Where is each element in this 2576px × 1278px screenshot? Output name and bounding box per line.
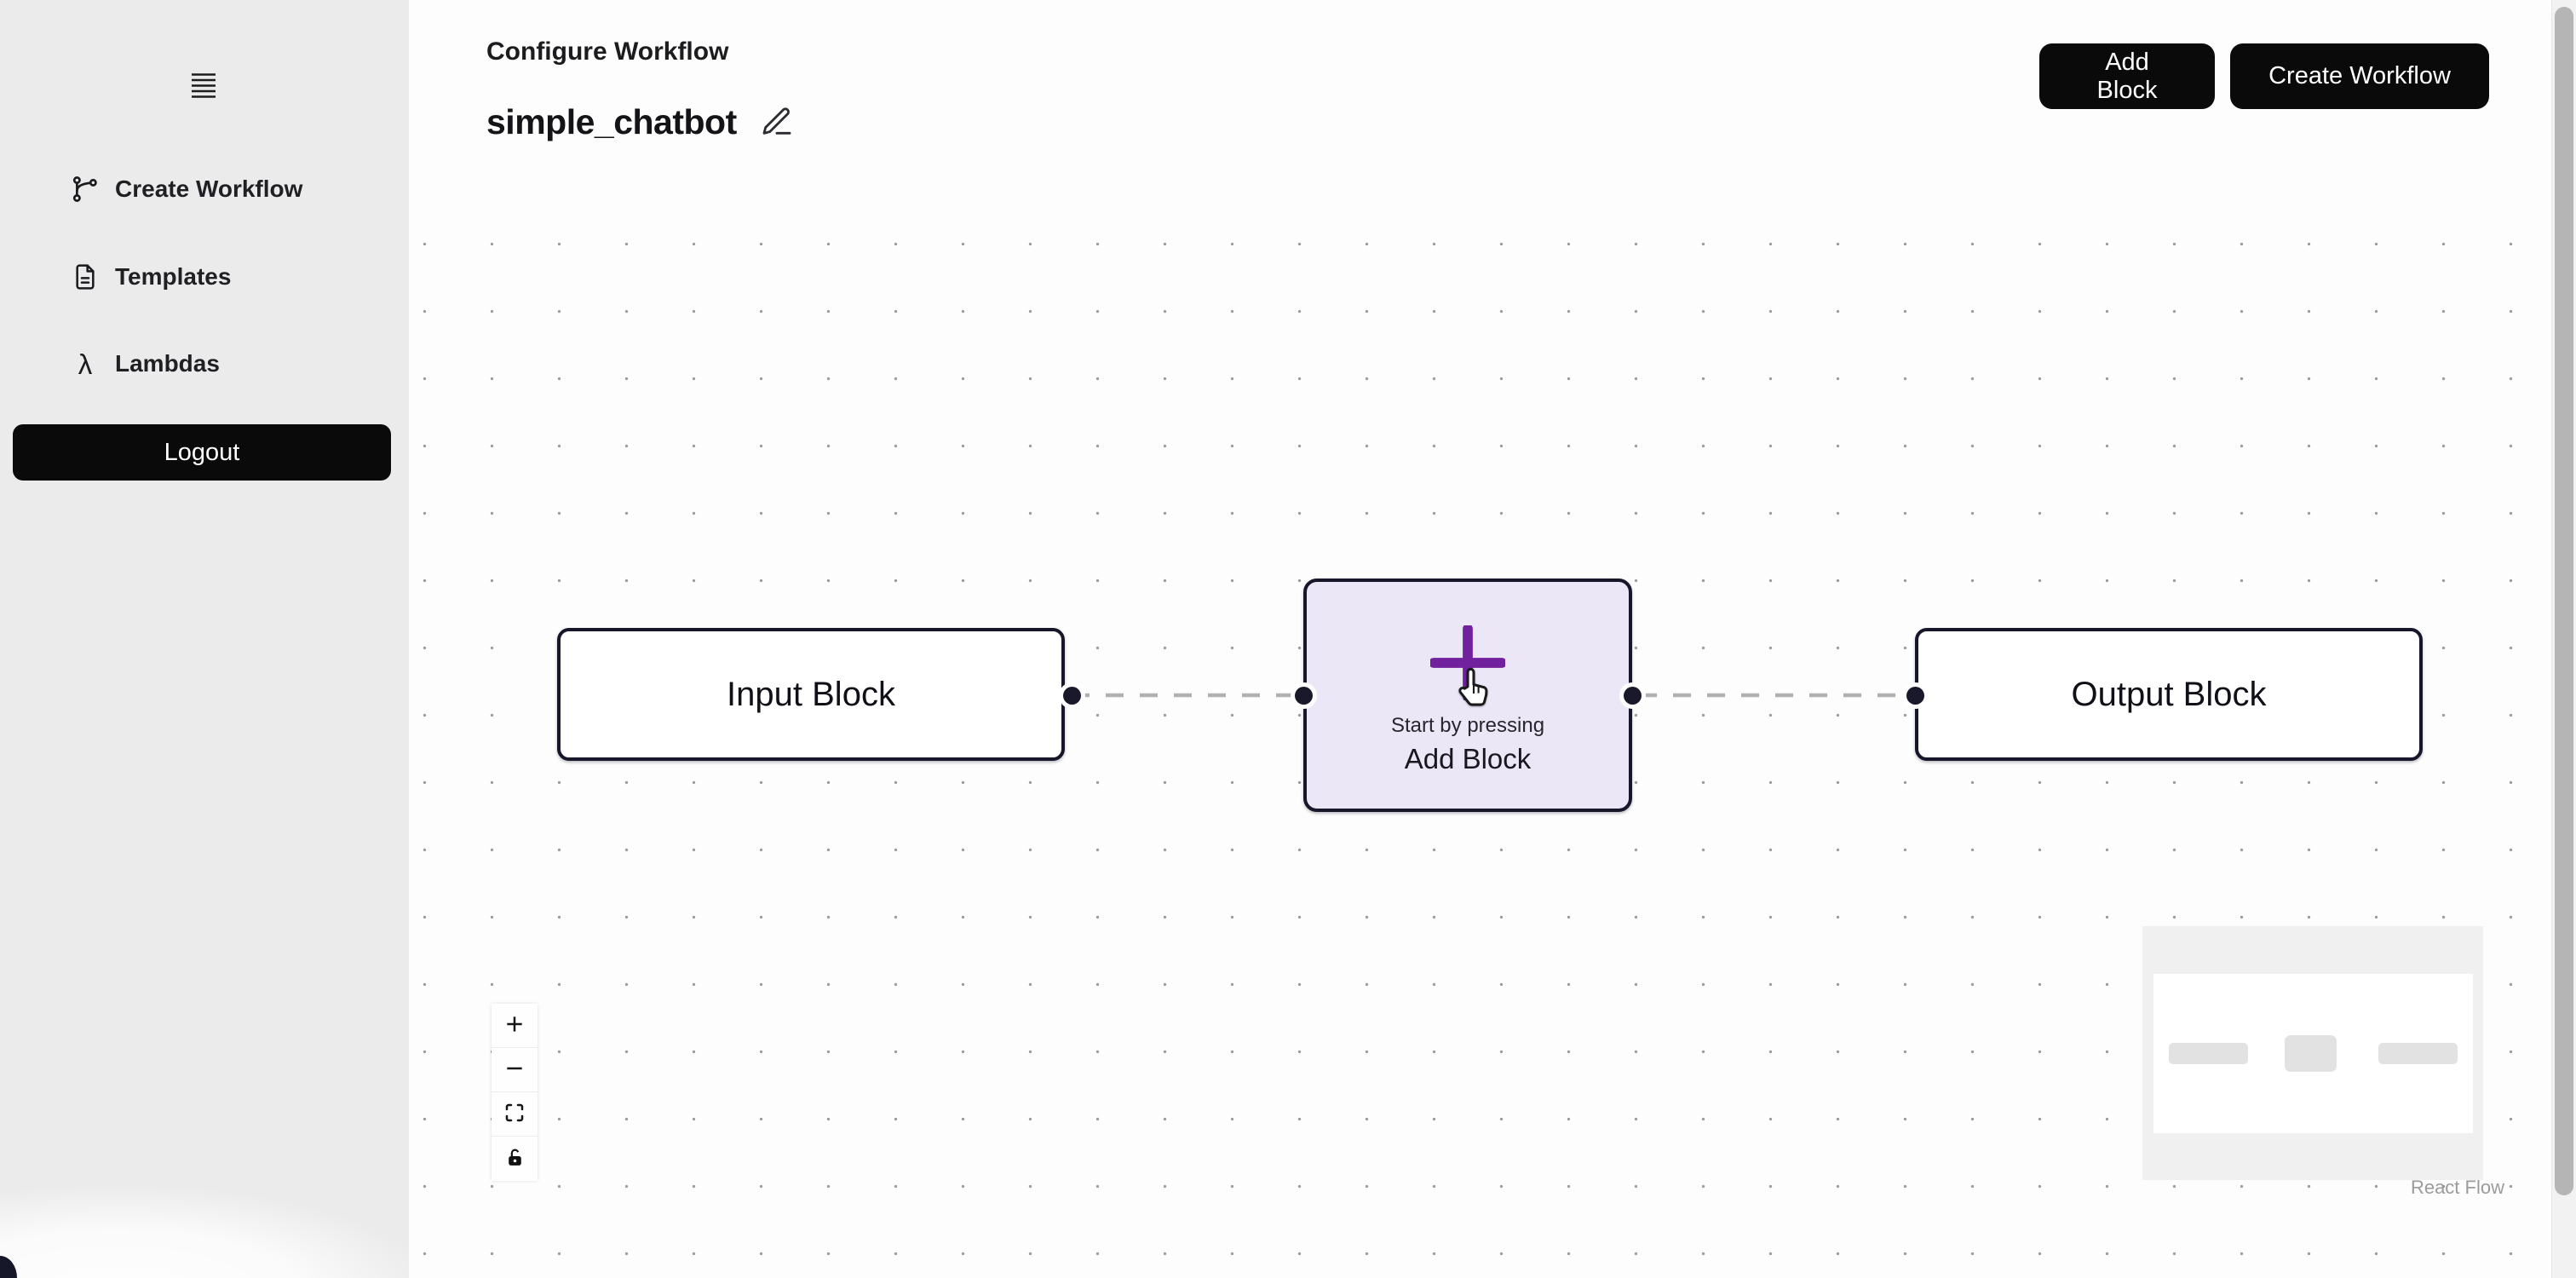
maximize-icon bbox=[504, 1102, 525, 1125]
sidebar: Create Workflow Templates λ Lambdas Logo… bbox=[0, 0, 409, 1278]
plus-icon bbox=[503, 1013, 526, 1038]
connection-handle-output-target[interactable] bbox=[1906, 687, 1924, 705]
plus-icon bbox=[1430, 625, 1505, 700]
connection-handle-placeholder-source[interactable] bbox=[1624, 687, 1642, 705]
zoom-out-button[interactable] bbox=[492, 1048, 538, 1092]
workflow-branch-icon bbox=[71, 175, 100, 204]
template-file-icon bbox=[71, 262, 100, 291]
edit-workflow-name-button[interactable] bbox=[759, 105, 795, 141]
connection-handle-input-source[interactable] bbox=[1063, 687, 1081, 705]
fit-view-button[interactable] bbox=[492, 1092, 538, 1137]
workflow-name: simple_chatbot bbox=[486, 102, 737, 141]
sidebar-item-label: Templates bbox=[115, 263, 232, 290]
logout-button[interactable]: Logout bbox=[13, 424, 391, 481]
workflow-editor: Configure Workflow simple_chatbot Add Bl… bbox=[409, 0, 2576, 1278]
canvas-controls bbox=[492, 1004, 538, 1181]
hamburger-menu-button[interactable] bbox=[189, 72, 218, 101]
page-title: Configure Workflow bbox=[486, 37, 729, 66]
node-output-block[interactable]: Output Block bbox=[1915, 628, 2423, 761]
placeholder-add-block-text: Add Block bbox=[1404, 743, 1532, 774]
lock-toggle-button[interactable] bbox=[492, 1137, 538, 1181]
pencil-edit-icon bbox=[760, 106, 794, 141]
sidebar-item-lambdas[interactable]: λ Lambdas bbox=[71, 349, 220, 378]
minimap-node-output bbox=[2378, 1043, 2458, 1064]
sidebar-item-create-workflow[interactable]: Create Workflow bbox=[71, 175, 302, 204]
unlock-icon bbox=[504, 1147, 526, 1171]
hamburger-menu-icon bbox=[190, 73, 217, 102]
add-block-button[interactable]: Add Block bbox=[2039, 43, 2215, 109]
node-label: Input Block bbox=[727, 675, 895, 713]
workflow-title-row: simple_chatbot bbox=[486, 102, 795, 142]
placeholder-text: Start by pressing bbox=[1390, 714, 1545, 737]
lambda-icon: λ bbox=[78, 348, 93, 380]
sidebar-item-templates[interactable]: Templates bbox=[71, 262, 231, 291]
zoom-in-button[interactable] bbox=[492, 1004, 538, 1048]
minimap[interactable] bbox=[2142, 926, 2483, 1180]
connection-handle-placeholder-target[interactable] bbox=[1295, 687, 1313, 705]
create-workflow-button[interactable]: Create Workflow bbox=[2230, 43, 2489, 109]
node-input-block[interactable]: Input Block bbox=[557, 628, 1065, 761]
sidebar-item-label: Create Workflow bbox=[115, 176, 303, 202]
scrollbar-thumb[interactable] bbox=[2555, 7, 2573, 1195]
minus-icon bbox=[503, 1057, 526, 1082]
minimap-node-input bbox=[2169, 1043, 2248, 1064]
minimap-node-placeholder bbox=[2285, 1035, 2337, 1072]
scrollbar[interactable] bbox=[2551, 0, 2576, 1278]
node-add-block-placeholder[interactable]: Start by pressing Add Block bbox=[1303, 579, 1632, 812]
reactflow-attribution: React Flow bbox=[2410, 1177, 2504, 1198]
sidebar-item-label: Lambdas bbox=[115, 350, 220, 377]
node-label: Output Block bbox=[2071, 675, 2267, 713]
